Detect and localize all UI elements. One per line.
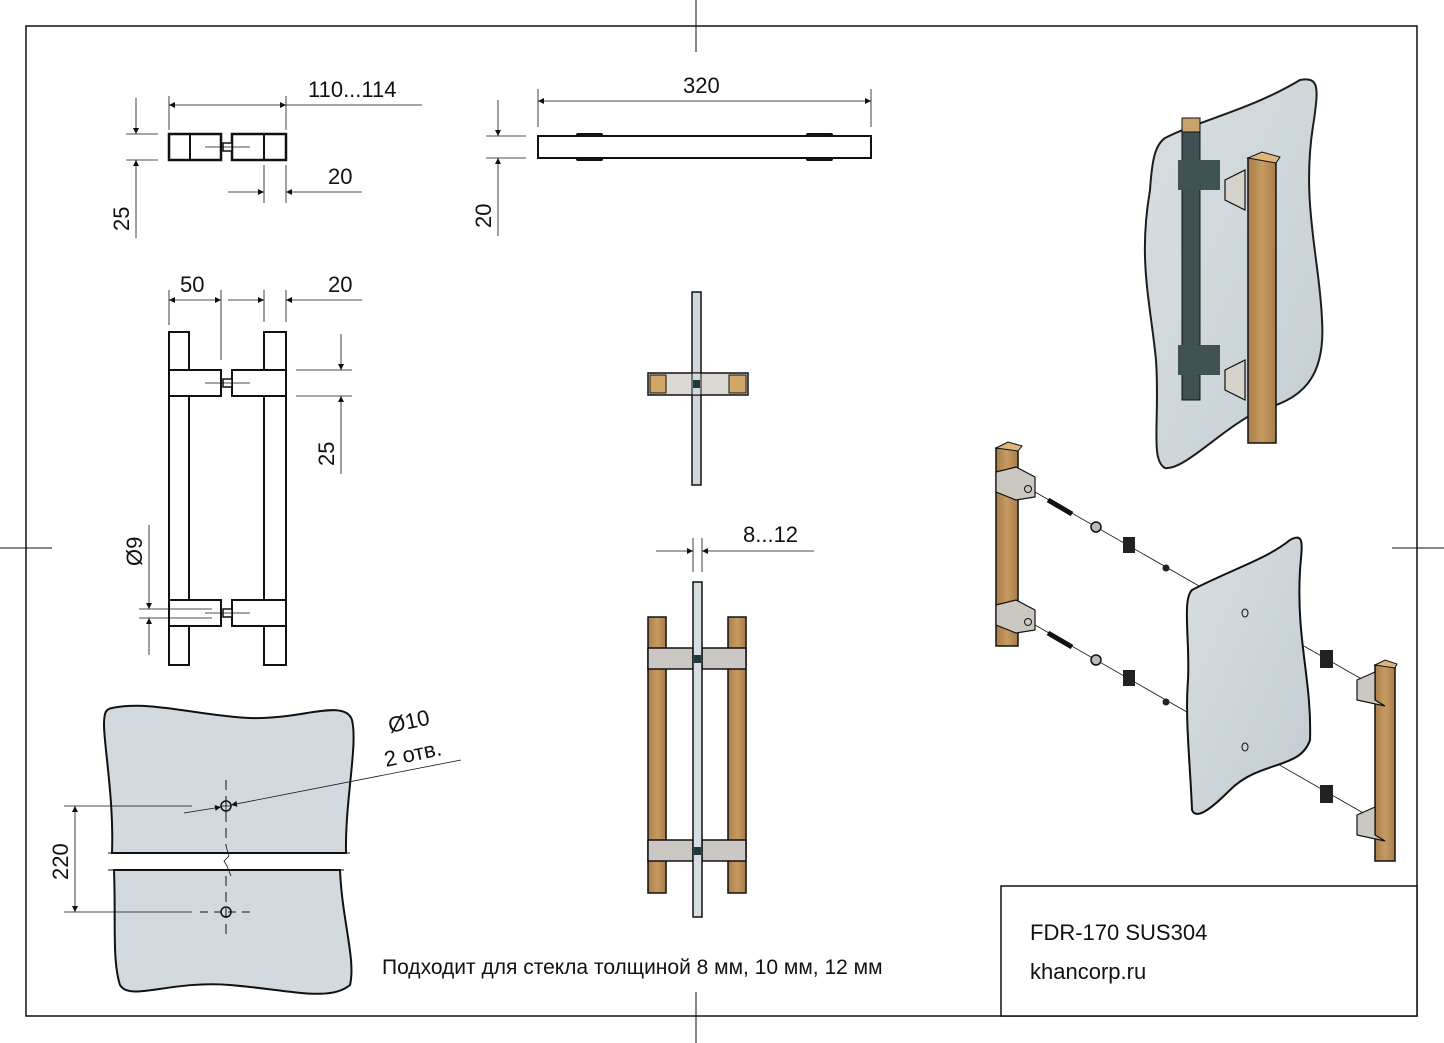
model-name: FDR-170 SUS304 [1030, 920, 1207, 945]
top-view: 110...114 20 25 [109, 77, 422, 238]
dim-standoff: 50 [180, 272, 204, 297]
dim-thickness: 20 [471, 204, 496, 228]
glass-compatibility-note: Подходит для стекла толщиной 8 мм, 10 мм… [382, 956, 883, 979]
dim-screw: Ø9 [122, 537, 147, 566]
dim-hole-dia: Ø10 [386, 705, 432, 738]
dim-post: 20 [328, 272, 352, 297]
glass-drilling-view: 220 Ø10 2 отв. [48, 705, 462, 995]
dim-width: 110...114 [308, 77, 396, 102]
website: khancorp.ru [1030, 959, 1146, 984]
side-view: 320 20 [471, 73, 872, 236]
mounted-view: 8...12 [647, 522, 814, 918]
dim-post: 20 [328, 164, 352, 189]
iso-assembled-view [1143, 78, 1324, 470]
title-block: FDR-170 SUS304 khancorp.ru [1000, 885, 1418, 1017]
dim-hole-spacing: 220 [48, 843, 73, 880]
dim-hole-count: 2 отв. [382, 735, 444, 772]
dim-length: 320 [683, 73, 720, 98]
dim-height: 25 [109, 207, 134, 231]
iso-exploded-view [994, 441, 1398, 862]
section-view [647, 291, 749, 486]
dim-block: 25 [314, 442, 339, 466]
dim-glass: 8...12 [743, 522, 798, 547]
front-view: 50 20 25 Ø9 [122, 272, 362, 666]
